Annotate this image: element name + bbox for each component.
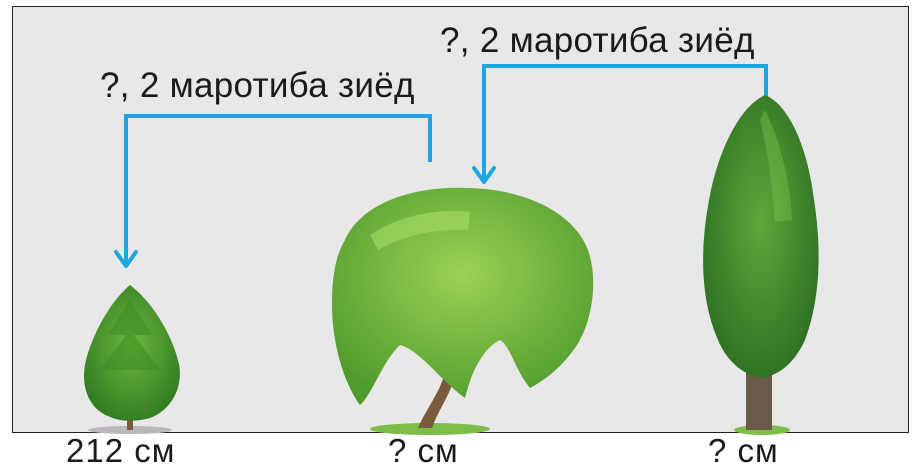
poplar-tree-icon (703, 95, 819, 435)
relation-label-1: ?, 2 маротиба зиёд (100, 66, 415, 105)
tree-height-label-poplar: ? см (708, 432, 779, 469)
tree-height-label-small: 212 см (66, 432, 176, 469)
relation-arrow-1 (114, 114, 432, 268)
relation-label-2: ?, 2 маротиба зиёд (440, 21, 755, 60)
small-conifer-tree-icon (84, 285, 180, 434)
relation-arrow-2 (472, 64, 768, 184)
weeping-willow-tree-icon (332, 187, 594, 435)
tree-height-label-willow: ? см (388, 432, 459, 469)
